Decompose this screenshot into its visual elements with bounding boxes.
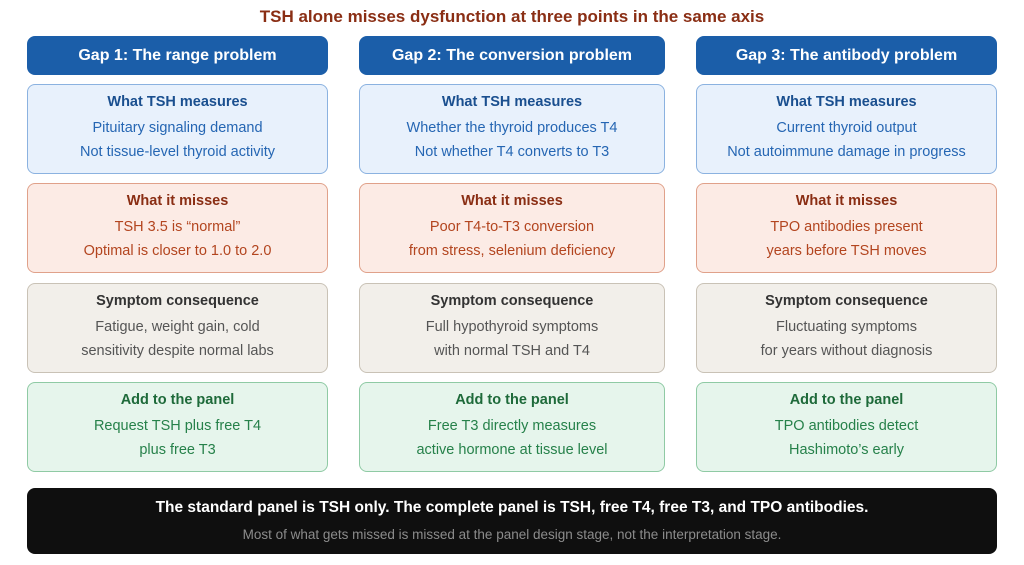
misses-card: What it misses TSH 3.5 is “normal” Optim…	[27, 183, 328, 273]
card-line: Current thyroid output	[776, 120, 917, 136]
card-heading: Symptom consequence	[765, 293, 928, 309]
card-heading: Add to the panel	[455, 392, 569, 408]
card-line: Optimal is closer to 1.0 to 2.0	[83, 243, 272, 259]
card-line: TPO antibodies detect	[774, 418, 919, 434]
card-line: TSH 3.5 is “normal”	[114, 219, 241, 235]
measures-card: What TSH measures Current thyroid output…	[696, 84, 997, 174]
panel-card: Add to the panel Free T3 directly measur…	[359, 382, 665, 472]
diagram-title: TSH alone misses dysfunction at three po…	[259, 7, 765, 26]
card-line: Full hypothyroid symptoms	[425, 319, 599, 335]
card-heading: Add to the panel	[789, 392, 904, 408]
card-line: sensitivity despite normal labs	[81, 343, 274, 359]
card-line: TPO antibodies present	[770, 219, 923, 235]
card-line: Poor T4-to-T3 conversion	[429, 219, 595, 235]
card-heading: Symptom consequence	[96, 293, 259, 309]
card-line: with normal TSH and T4	[434, 343, 590, 359]
panel-card: Add to the panel Request TSH plus free T…	[27, 382, 328, 472]
card-line: Whether the thyroid produces T4	[406, 120, 618, 136]
card-line: from stress, selenium deficiency	[408, 243, 616, 259]
card-heading: What TSH measures	[776, 94, 917, 110]
symptom-card: Symptom consequence Full hypothyroid sym…	[359, 283, 665, 373]
column-header: Gap 2: The conversion problem	[359, 36, 665, 75]
card-line: Free T3 directly measures	[427, 418, 597, 434]
card-line: Hashimoto’s early	[789, 442, 904, 458]
card-heading: What TSH measures	[107, 94, 248, 110]
card-heading: What it misses	[461, 193, 563, 209]
symptom-card: Symptom consequence Fatigue, weight gain…	[27, 283, 328, 373]
footer-headline: The standard panel is TSH only. The comp…	[155, 499, 869, 516]
card-line: Not whether T4 converts to T3	[414, 144, 610, 160]
summary-footer: The standard panel is TSH only. The comp…	[27, 488, 997, 554]
misses-card: What it misses TPO antibodies present ye…	[696, 183, 997, 273]
measures-card: What TSH measures Whether the thyroid pr…	[359, 84, 665, 174]
panel-card: Add to the panel TPO antibodies detect H…	[696, 382, 997, 472]
card-line: Pituitary signaling demand	[92, 120, 263, 136]
card-heading: What it misses	[795, 193, 898, 209]
card-heading: Symptom consequence	[430, 293, 594, 309]
card-line: Fatigue, weight gain, cold	[95, 319, 260, 335]
card-line: active hormone at tissue level	[416, 442, 608, 458]
card-heading: What TSH measures	[441, 94, 583, 110]
card-line: for years without diagnosis	[760, 343, 933, 359]
card-line: plus free T3	[139, 442, 216, 458]
footer-subline: Most of what gets missed is missed at th…	[242, 527, 782, 542]
misses-card: What it misses Poor T4-to-T3 conversion …	[359, 183, 665, 273]
card-heading: Add to the panel	[120, 392, 235, 408]
card-heading: What it misses	[126, 193, 229, 209]
column-header: Gap 3: The antibody problem	[696, 36, 997, 75]
card-line: Not autoimmune damage in progress	[727, 144, 966, 160]
card-line: Not tissue-level thyroid activity	[79, 144, 275, 160]
symptom-card: Symptom consequence Fluctuating symptoms…	[696, 283, 997, 373]
card-line: Fluctuating symptoms	[775, 319, 918, 335]
card-line: Request TSH plus free T4	[93, 418, 262, 434]
column-header: Gap 1: The range problem	[27, 36, 328, 75]
measures-card: What TSH measures Pituitary signaling de…	[27, 84, 328, 174]
card-line: years before TSH moves	[766, 243, 927, 259]
